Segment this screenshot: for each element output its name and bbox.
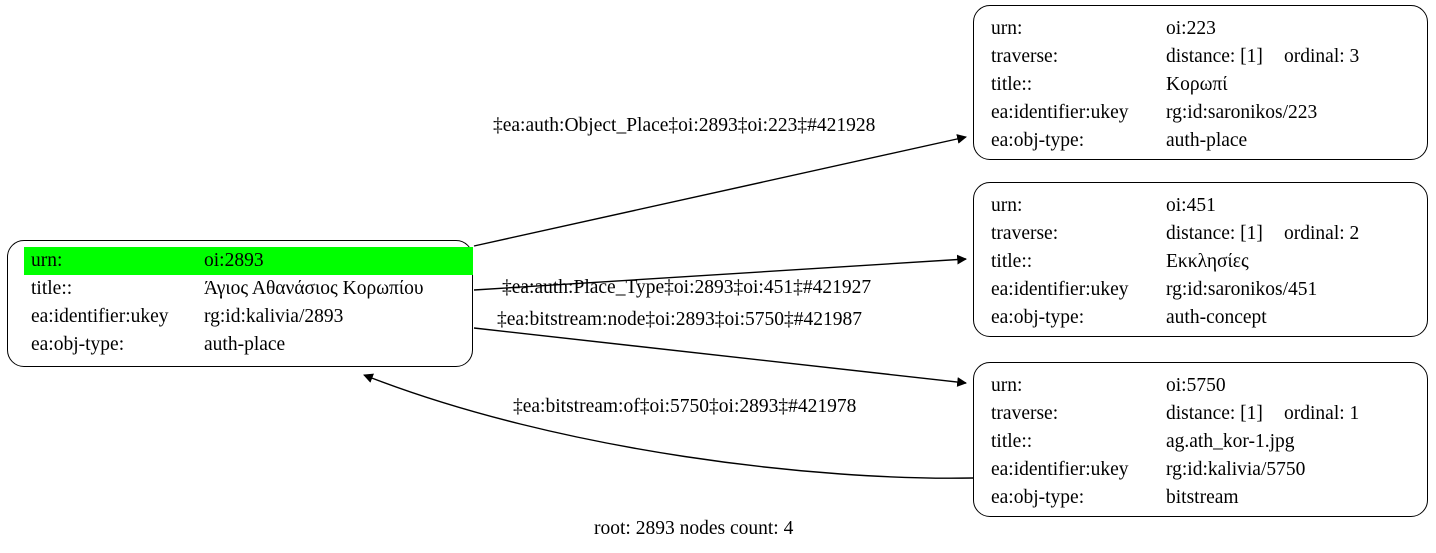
- row-value: rg:id:kalivia/5750: [1166, 459, 1306, 480]
- graph-caption: root: 2893 nodes count: 4: [594, 518, 794, 539]
- table-row: title:: Κορωπί: [974, 71, 1427, 99]
- row-key: urn:: [991, 18, 1023, 39]
- row-value-ordinal: ordinal: 3: [1284, 46, 1360, 67]
- row-key: ea:identifier:ukey: [31, 306, 169, 327]
- edge-line-object-place: [473, 134, 967, 247]
- row-value: ag.ath_kor-1.jpg: [1166, 431, 1295, 452]
- row-key: ea:obj-type:: [991, 130, 1085, 151]
- edge-label-object-place: ‡ea:auth:Object_Place‡oi:2893‡oi:223‡#42…: [493, 115, 876, 136]
- table-row: urn: oi:5750: [974, 372, 1427, 400]
- table-row: urn: oi:2893: [8, 247, 473, 275]
- row-value-ordinal: ordinal: 1: [1284, 403, 1360, 424]
- node-root-oi-2893[interactable]: urn: oi:2893 title:: Άγιος Αθανάσιος Κορ…: [7, 240, 473, 367]
- node-oi-5750-rows: urn: oi:5750 traverse: distance: [1] ord…: [974, 363, 1427, 516]
- row-key: urn:: [991, 195, 1023, 216]
- row-value: auth-concept: [1166, 307, 1267, 328]
- table-row: urn: oi:223: [974, 15, 1427, 43]
- table-row: ea:obj-type: auth-place: [8, 331, 472, 359]
- table-row: ea:identifier:ukey rg:id:saronikos/451: [974, 276, 1427, 304]
- row-value: Κορωπί: [1166, 74, 1228, 95]
- row-key: title::: [991, 251, 1033, 272]
- edge-label-bitstream-node: ‡ea:bitstream:node‡oi:2893‡oi:5750‡#4219…: [497, 309, 863, 330]
- row-key: title::: [991, 74, 1033, 95]
- row-value: oi:223: [1166, 18, 1216, 39]
- row-value: bitstream: [1166, 487, 1239, 508]
- table-row: ea:identifier:ukey rg:id:kalivia/2893: [8, 303, 472, 331]
- table-row: traverse: distance: [1] ordinal: 3: [974, 43, 1427, 71]
- table-row: traverse: distance: [1] ordinal: 1: [974, 400, 1427, 428]
- row-value: oi:5750: [1166, 375, 1226, 396]
- table-row: ea:identifier:ukey rg:id:saronikos/223: [974, 99, 1427, 127]
- row-key: ea:obj-type:: [31, 334, 125, 355]
- row-value-ordinal: ordinal: 2: [1284, 223, 1360, 244]
- row-key: title::: [991, 431, 1033, 452]
- node-oi-5750[interactable]: urn: oi:5750 traverse: distance: [1] ord…: [973, 362, 1428, 517]
- row-key: ea:identifier:ukey: [991, 279, 1129, 300]
- row-value-distance: distance: [1]: [1166, 403, 1263, 424]
- row-key: traverse:: [991, 46, 1059, 67]
- row-value: Εκκλησίες: [1166, 251, 1249, 272]
- row-value-distance: distance: [1]: [1166, 46, 1263, 67]
- row-value-distance: distance: [1]: [1166, 223, 1263, 244]
- row-value: rg:id:saronikos/223: [1166, 102, 1318, 123]
- table-row: traverse: distance: [1] ordinal: 2: [974, 220, 1427, 248]
- node-oi-223-rows: urn: oi:223 traverse: distance: [1] ordi…: [974, 6, 1427, 159]
- edge-line-bitstream-node: [473, 327, 967, 387]
- row-value: auth-place: [204, 334, 286, 355]
- row-value: oi:2893: [197, 247, 473, 275]
- node-root-rows: urn: oi:2893 title:: Άγιος Αθανάσιος Κορ…: [8, 241, 473, 366]
- table-row: urn: oi:451: [974, 192, 1427, 220]
- table-row: ea:identifier:ukey rg:id:kalivia/5750: [974, 456, 1427, 484]
- edge-line-bitstream-of: [363, 373, 974, 479]
- row-key: title::: [31, 278, 73, 299]
- row-value: rg:id:kalivia/2893: [204, 306, 344, 327]
- table-row: ea:obj-type: auth-concept: [974, 304, 1427, 332]
- table-row: title:: Άγιος Αθανάσιος Κορωπίου: [8, 275, 472, 303]
- row-key: ea:identifier:ukey: [991, 102, 1129, 123]
- node-oi-451[interactable]: urn: oi:451 traverse: distance: [1] ordi…: [973, 182, 1428, 337]
- table-row: title:: ag.ath_kor-1.jpg: [974, 428, 1427, 456]
- row-key: traverse:: [991, 403, 1059, 424]
- row-value: Άγιος Αθανάσιος Κορωπίου: [204, 278, 424, 299]
- table-row: ea:obj-type: auth-place: [974, 127, 1427, 155]
- table-row: ea:obj-type: bitstream: [974, 484, 1427, 512]
- row-key: traverse:: [991, 223, 1059, 244]
- node-oi-451-rows: urn: oi:451 traverse: distance: [1] ordi…: [974, 183, 1427, 336]
- row-key: urn:: [991, 375, 1023, 396]
- table-row: title:: Εκκλησίες: [974, 248, 1427, 276]
- edge-label-bitstream-of: ‡ea:bitstream:of‡oi:5750‡oi:2893‡#421978: [513, 396, 857, 417]
- row-key: urn:: [24, 247, 197, 275]
- row-key: ea:identifier:ukey: [991, 459, 1129, 480]
- edge-label-place-type: ‡ea:auth:Place_Type‡oi:2893‡oi:451‡#4219…: [502, 277, 872, 298]
- row-key: ea:obj-type:: [991, 307, 1085, 328]
- row-key: ea:obj-type:: [991, 487, 1085, 508]
- node-oi-223[interactable]: urn: oi:223 traverse: distance: [1] ordi…: [973, 5, 1428, 160]
- row-value: auth-place: [1166, 130, 1248, 151]
- row-value: rg:id:saronikos/451: [1166, 279, 1318, 300]
- row-value: oi:451: [1166, 195, 1216, 216]
